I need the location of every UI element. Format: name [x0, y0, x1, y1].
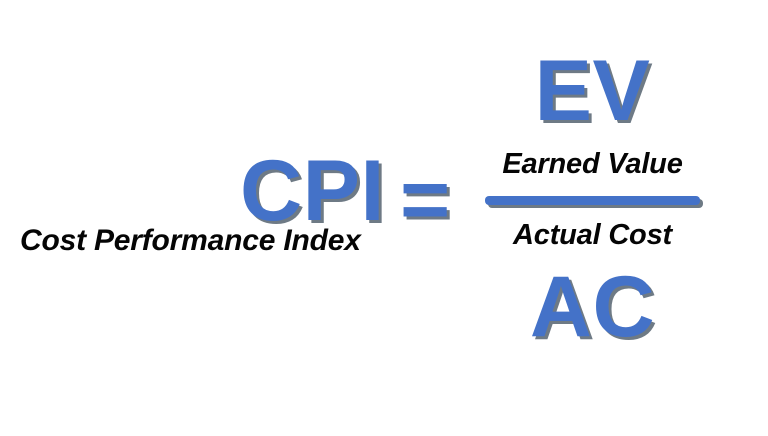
- cpi-symbol: CPI: [240, 143, 385, 239]
- ac-caption-label: Actual Cost: [513, 219, 672, 251]
- ev-caption-label: Earned Value: [502, 148, 683, 180]
- ac-symbol: AC: [529, 259, 656, 355]
- ev-symbol: EV: [534, 43, 651, 139]
- cpi-caption-label: Cost Performance Index: [20, 224, 361, 257]
- fraction-bar-divider: [485, 196, 700, 205]
- fraction-group: EV Earned Value Actual Cost AC: [470, 43, 715, 355]
- equals-operator: =: [400, 152, 451, 248]
